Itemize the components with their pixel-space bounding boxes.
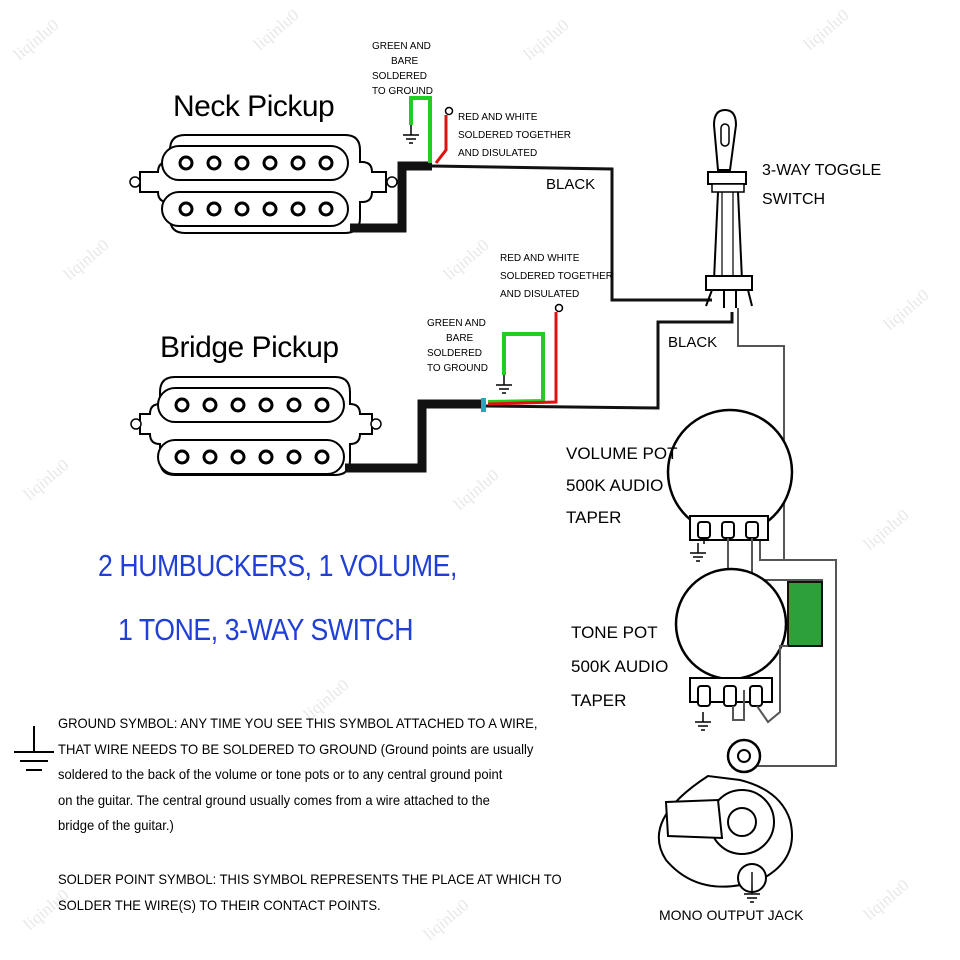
ground-symbol-icon [14, 726, 54, 771]
neck-pickup [129, 134, 398, 234]
tone-pot-label: TONE POT 500K AUDIO TAPER [571, 623, 669, 710]
coil [157, 439, 345, 475]
toggle-switch [705, 108, 753, 308]
headline-line-1: 2 HUMBUCKERS, 1 VOLUME, [98, 548, 457, 583]
neck-ground-note: GREEN AND BARE SOLDERED TO GROUND [372, 41, 433, 97]
mount-hole [370, 418, 382, 430]
solder-legend: SOLDER POINT SYMBOL: THIS SYMBOL REPRESE… [58, 871, 562, 913]
bridge-pickup-title: Bridge Pickup [160, 331, 339, 364]
gray-wire [752, 559, 837, 767]
neck-hot-note: RED AND WHITE SOLDERED TOGETHER AND DISU… [458, 112, 571, 159]
output-jack [657, 738, 793, 903]
mount-hole [386, 176, 398, 188]
green-wire [409, 96, 432, 163]
switch-label: 3-WAY TOGGLE SWITCH [762, 162, 882, 208]
tone-pot [674, 567, 788, 731]
bridge-hot-note: RED AND WHITE SOLDERED TOGETHER AND DISU… [500, 253, 613, 300]
green-wire [487, 332, 545, 404]
solder-point-icon [554, 303, 564, 313]
headline-line-2: 1 TONE, 3-WAY SWITCH [118, 612, 414, 647]
bridge-cable [345, 303, 734, 473]
coil [157, 387, 345, 423]
tone-capacitor [787, 581, 823, 647]
neck-cable [350, 96, 712, 302]
bridge-pickup [130, 376, 382, 476]
coil [161, 145, 349, 181]
volume-pot-label: VOLUME POT 500K AUDIO TAPER [566, 444, 678, 527]
ground-legend: GROUND SYMBOL: ANY TIME YOU SEE THIS SYM… [58, 715, 538, 833]
volume-pot [666, 408, 794, 562]
neck-black-wire-label: BLACK [546, 176, 596, 193]
cable-sleeve [481, 398, 486, 412]
red-wire [487, 312, 558, 406]
bridge-black-wire-label: BLACK [668, 334, 718, 351]
bridge-ground-note: GREEN AND BARE SOLDERED TO GROUND [427, 318, 488, 374]
mount-hole [130, 418, 142, 430]
solder-point-icon [444, 106, 454, 116]
coil [161, 191, 349, 227]
neck-pickup-title: Neck Pickup [173, 90, 335, 123]
mount-hole [129, 176, 141, 188]
output-jack-label: MONO OUTPUT JACK [659, 907, 804, 923]
red-wire [434, 115, 448, 164]
